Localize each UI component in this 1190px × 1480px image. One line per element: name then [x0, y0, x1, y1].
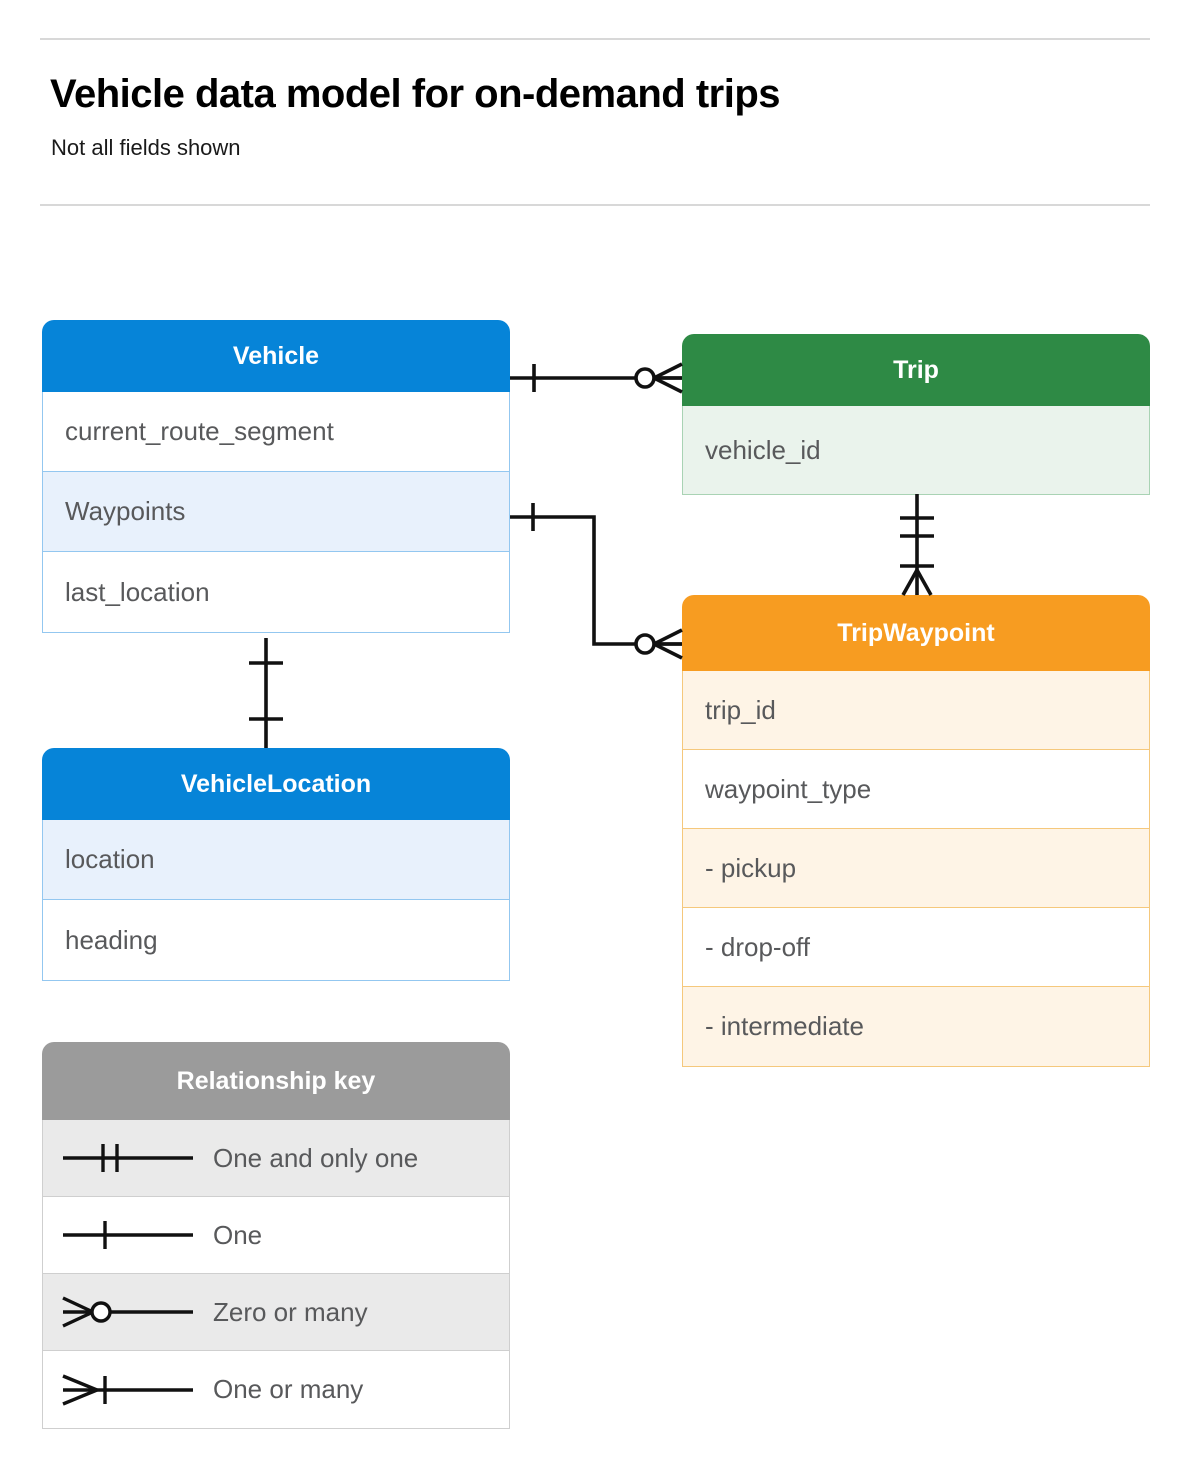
- entity-card-vehicle[interactable]: Vehicle current_route_segment Waypoints …: [42, 320, 510, 633]
- page-title: Vehicle data model for on-demand trips: [50, 72, 781, 116]
- field-row[interactable]: - intermediate: [683, 987, 1149, 1066]
- field-row[interactable]: trip_id: [683, 671, 1149, 750]
- legend-item-one-or-many[interactable]: One or many: [43, 1351, 509, 1428]
- legend-label: One and only one: [213, 1142, 419, 1173]
- legend-item-one-and-only-one[interactable]: One and only one: [43, 1120, 509, 1197]
- entity-title-vehicle: Vehicle: [42, 320, 510, 392]
- entity-fields-vehiclelocation: location heading: [42, 820, 510, 981]
- header-divider-top: [40, 38, 1150, 40]
- field-row[interactable]: last_location: [43, 552, 509, 632]
- header-divider-bottom: [40, 204, 1150, 206]
- field-row[interactable]: location: [43, 820, 509, 900]
- one-icon: [43, 1215, 213, 1255]
- entity-title-tripwaypoint: TripWaypoint: [682, 595, 1150, 671]
- legend-label: One: [213, 1219, 263, 1250]
- relationship-key-card[interactable]: Relationship key One and only one: [42, 1042, 510, 1429]
- field-row[interactable]: vehicle_id: [683, 406, 1149, 494]
- field-row[interactable]: - pickup: [683, 829, 1149, 908]
- entity-title-trip: Trip: [682, 334, 1150, 406]
- legend-item-zero-or-many[interactable]: Zero or many: [43, 1274, 509, 1351]
- zero-or-many-icon: [43, 1292, 213, 1332]
- connector-vehicle-trip: [510, 362, 683, 394]
- entity-fields-vehicle: current_route_segment Waypoints last_loc…: [42, 392, 510, 633]
- field-row[interactable]: heading: [43, 900, 509, 980]
- relationship-key-items: One and only one One: [42, 1120, 510, 1429]
- connector-waypoints-tripwaypoint: [510, 503, 683, 660]
- field-row[interactable]: Waypoints: [43, 472, 509, 552]
- legend-label: Zero or many: [213, 1296, 368, 1327]
- entity-card-tripwaypoint[interactable]: TripWaypoint trip_id waypoint_type - pic…: [682, 595, 1150, 1067]
- entity-card-vehiclelocation[interactable]: VehicleLocation location heading: [42, 748, 510, 981]
- connector-vehicle-vehiclelocation: [249, 638, 283, 748]
- one-and-only-one-icon: [43, 1138, 213, 1178]
- relationship-key-title: Relationship key: [42, 1042, 510, 1120]
- entity-card-trip[interactable]: Trip vehicle_id: [682, 334, 1150, 495]
- legend-label: One or many: [213, 1374, 364, 1404]
- page-subtitle: Not all fields shown: [51, 135, 241, 160]
- entity-fields-tripwaypoint: trip_id waypoint_type - pickup - drop-of…: [682, 671, 1150, 1067]
- field-row[interactable]: current_route_segment: [43, 392, 509, 472]
- field-row[interactable]: - drop-off: [683, 908, 1149, 987]
- field-row[interactable]: waypoint_type: [683, 750, 1149, 829]
- legend-item-one[interactable]: One: [43, 1197, 509, 1274]
- entity-fields-trip: vehicle_id: [682, 406, 1150, 495]
- entity-title-vehiclelocation: VehicleLocation: [42, 748, 510, 820]
- connector-trip-tripwaypoint: [900, 494, 934, 596]
- one-or-many-icon: [43, 1370, 213, 1410]
